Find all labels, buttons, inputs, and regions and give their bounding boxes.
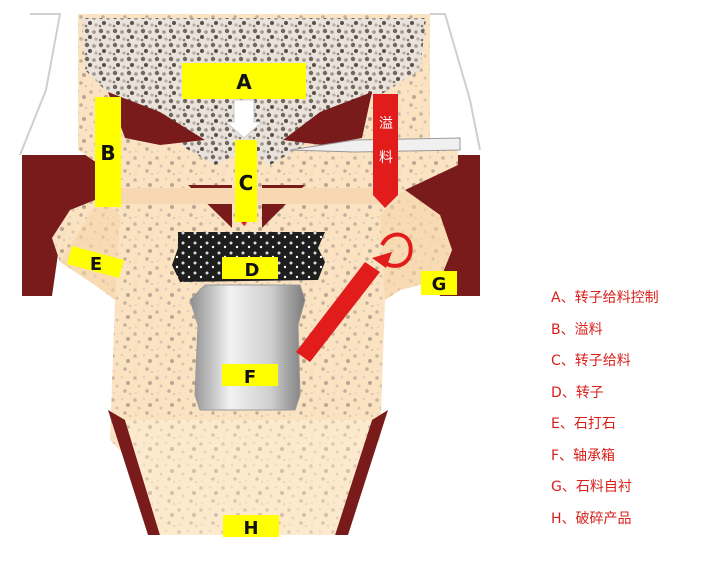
label-B: B [100, 141, 115, 165]
frame-outline [19, 13, 481, 156]
overflow-marker [373, 94, 398, 208]
label-box-F [222, 364, 278, 386]
left-chamber-wall [60, 198, 120, 300]
left-cone-liner [108, 92, 205, 145]
label-D: D [245, 260, 260, 281]
label-box-D [222, 257, 278, 279]
label-box-A [182, 63, 306, 99]
legend-item-E: E、石打石 [551, 416, 616, 432]
legend-item-F: F、轴承箱 [551, 447, 616, 464]
rotation-arrowhead-icon [372, 252, 392, 268]
legend-item-A: A、转子给料控制 [551, 290, 659, 306]
legend: A、转子给料控制 B、溢料 C、转子给料 D、转子 E、石打石 F、轴承箱 G、… [551, 288, 659, 540]
label-G: G [432, 274, 447, 295]
label-box-H [223, 515, 279, 537]
label-box-C [235, 140, 257, 222]
bearing-housing [189, 284, 306, 411]
overflow-char-1: 溢 [379, 116, 393, 132]
overflow-char-2: 料 [379, 150, 393, 166]
label-box-G [421, 271, 457, 295]
legend-item-H: H、破碎产品 [551, 510, 632, 527]
left-discharge-liner [108, 410, 160, 535]
label-box-B [95, 97, 121, 207]
label-A: A [236, 70, 252, 94]
label-F: F [244, 367, 256, 388]
legend-item-B: B、溢料 [551, 321, 603, 338]
legend-item-D: D、转子 [551, 384, 604, 401]
right-cone-liner [283, 92, 372, 145]
legend-item-G: G、石料自衬 [551, 479, 632, 495]
feed-arrow [224, 99, 264, 139]
stone-lining-marker [296, 262, 380, 362]
label-H: H [243, 518, 258, 539]
discharge-gravel [125, 420, 372, 535]
label-E: E [90, 254, 102, 275]
rotation-arrow-icon [380, 232, 413, 268]
legend-item-C: C、转子给料 [551, 353, 631, 369]
label-box-E [67, 246, 124, 278]
label-C: C [239, 171, 254, 195]
right-discharge-liner [335, 410, 388, 535]
